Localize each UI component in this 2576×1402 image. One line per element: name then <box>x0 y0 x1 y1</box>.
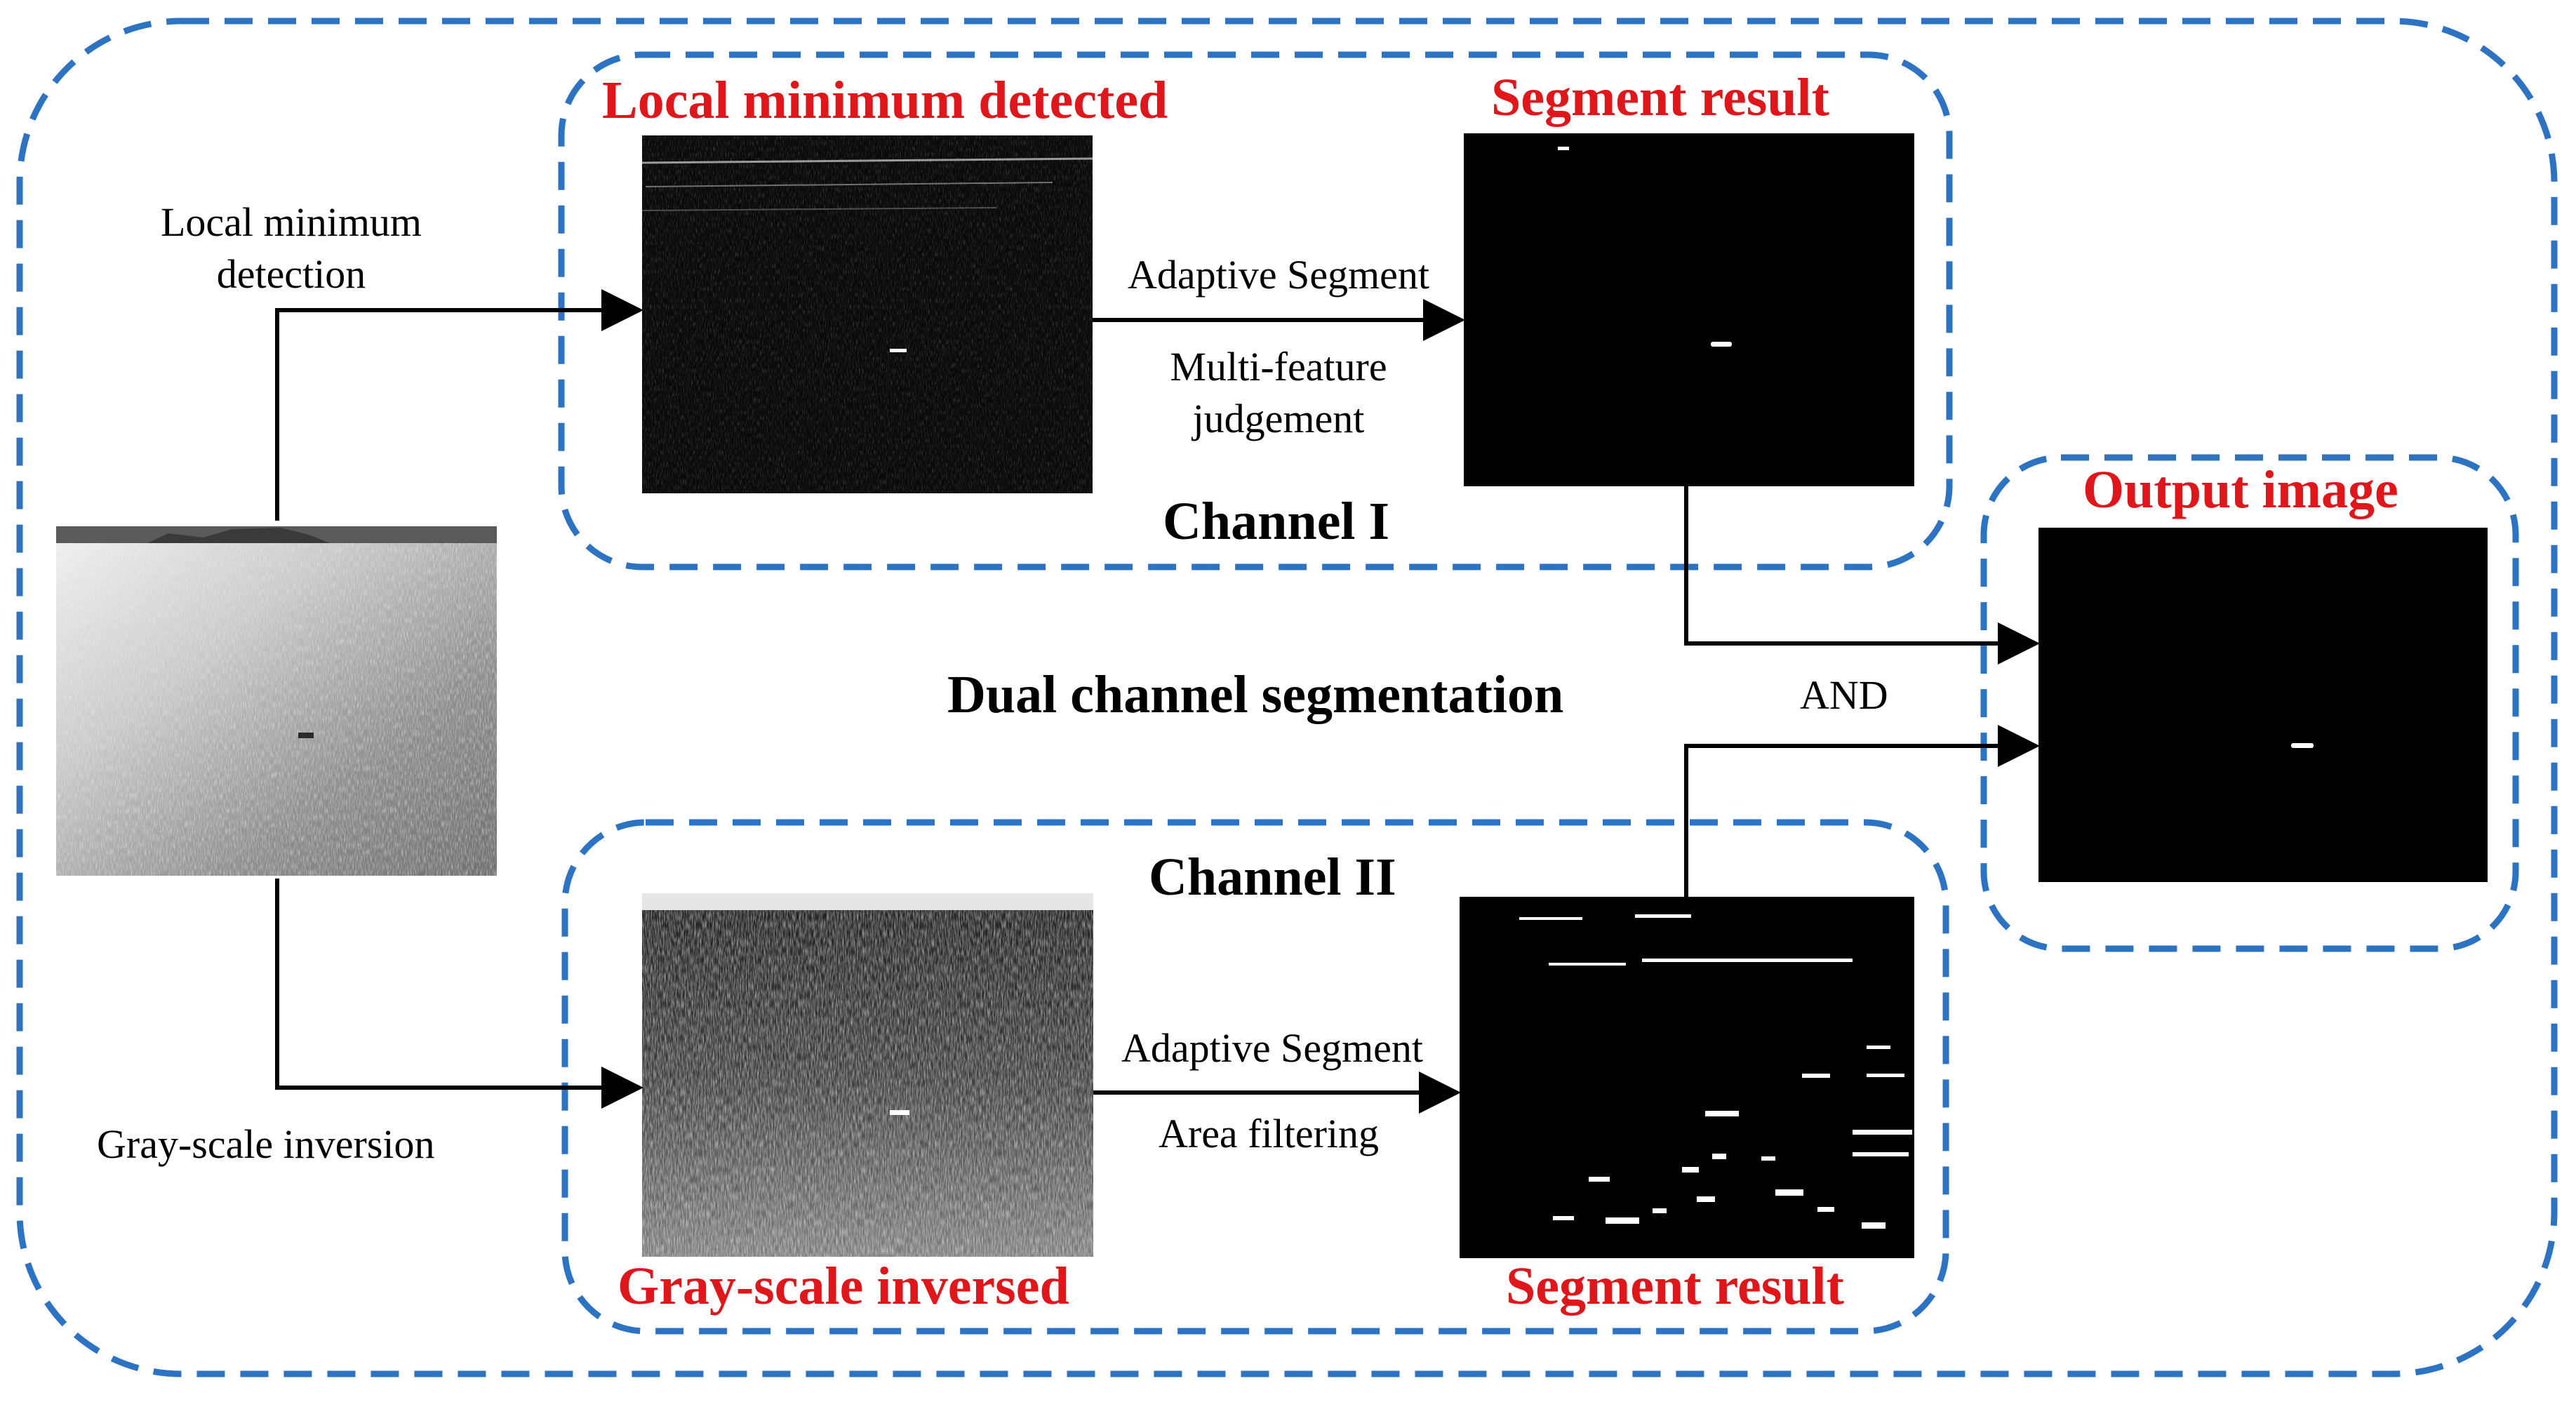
output-image <box>2038 528 2488 882</box>
arrow-to-channel1 <box>275 289 643 521</box>
gray-scale-inversed-image <box>642 893 1093 1257</box>
channel2-frame <box>561 819 1949 1335</box>
channel2-label: Channel II <box>1149 848 1396 907</box>
area-filtering-label: Area filtering <box>1158 1111 1380 1156</box>
and-operation-label: AND <box>1800 672 1888 718</box>
gray-scale-inversed-caption: Gray-scale inversed <box>618 1257 1069 1316</box>
local-minimum-detection-label: Local minimum detection <box>160 199 422 297</box>
arrow-to-channel2 <box>275 879 643 1109</box>
segment-result-image-1 <box>1464 133 1914 486</box>
diagram-title: Dual channel segmentation <box>947 665 1564 724</box>
local-minimum-image <box>641 135 1093 493</box>
arrow-channel2-to-output <box>1684 725 2040 897</box>
segment-result-image-2 <box>1460 897 1914 1258</box>
channel2-segment-result-caption: Segment result <box>1506 1257 1844 1316</box>
channel1-segment-result-caption: Segment result <box>1491 68 1829 127</box>
gray-scale-inversion-label: Gray-scale inversion <box>97 1121 435 1167</box>
input-sea-image <box>56 526 497 876</box>
outer-frame <box>16 18 2558 1377</box>
output-image-caption: Output image <box>2083 460 2398 519</box>
channel2-adaptive-segment-label: Adaptive Segment <box>1121 1025 1424 1071</box>
output-frame <box>1980 454 2519 952</box>
local-minimum-detected-caption: Local minimum detected <box>602 71 1168 130</box>
channel1-adaptive-segment-label: Adaptive Segment <box>1127 252 1430 298</box>
multi-feature-judgement-label: Multi-feature judgement <box>1170 344 1387 441</box>
channel1-label: Channel I <box>1163 492 1390 551</box>
arrow-channel1-to-output <box>1684 486 2040 665</box>
